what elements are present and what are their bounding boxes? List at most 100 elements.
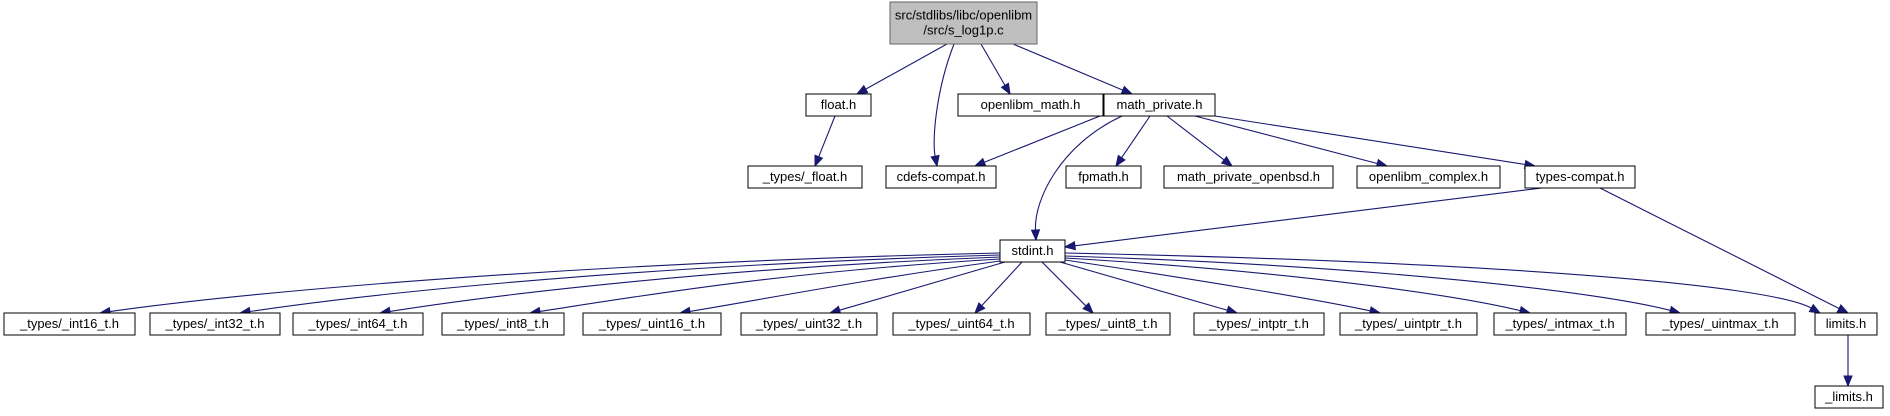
node-uint64-t-h[interactable]: _types/_uint64_t.h	[892, 312, 1031, 336]
node-box	[149, 312, 281, 336]
node-math-private-openbsd-h[interactable]: math_private_openbsd.h	[1163, 165, 1334, 189]
node-label: math_private_openbsd.h	[1177, 169, 1320, 184]
node-label: /src/s_log1p.c	[923, 23, 1004, 38]
node-intptr-t-h[interactable]: _types/_intptr_t.h	[1193, 312, 1325, 336]
node-box	[957, 93, 1104, 117]
nodes-layer: src/stdlibs/libc/openlibm/src/s_log1p.cf…	[3, 1, 1884, 409]
edge-line	[1041, 261, 1087, 307]
node-uintmax-t-h[interactable]: _types/_uintmax_t.h	[1645, 312, 1796, 336]
node-box	[582, 312, 722, 336]
node-math-private-h[interactable]: math_private.h	[1103, 93, 1216, 117]
node-types-float-h[interactable]: _types/_float.h	[747, 165, 863, 189]
edge-stdint-h-to-uint8-t-h	[1041, 261, 1094, 314]
edge-stdint-h-to-uint16-t-h	[678, 260, 1001, 316]
node-openlibm-complex-h[interactable]: openlibm_complex.h	[1356, 165, 1501, 189]
node-uintptr-t-h[interactable]: _types/_uintptr_t.h	[1339, 312, 1478, 336]
node-root[interactable]: src/stdlibs/libc/openlibm/src/s_log1p.c	[889, 1, 1038, 45]
node-label: math_private.h	[1117, 97, 1203, 112]
node-box	[1814, 385, 1884, 409]
node-types-compat-h[interactable]: types-compat.h	[1524, 165, 1636, 189]
edge-arrowhead	[1030, 229, 1041, 242]
edge-line	[981, 261, 1023, 307]
node-limits-h[interactable]: limits.h	[1814, 312, 1878, 336]
edge-stdint-h-to-uint64-t-h	[974, 261, 1023, 314]
edge-stdint-h-to-uintptr-t-h	[1064, 259, 1382, 316]
node-box	[1356, 165, 1501, 189]
edge-line	[689, 260, 1001, 312]
node-label: _types/_int8_t.h	[456, 316, 549, 331]
edge-line	[1166, 115, 1225, 161]
edge-line	[389, 256, 1001, 312]
edge-math-private-h-to-stdint-h	[1030, 115, 1123, 242]
node-int16-t-h[interactable]: _types/_int16_t.h	[3, 312, 136, 336]
node-int32-t-h[interactable]: _types/_int32_t.h	[149, 312, 281, 336]
edge-math-private-h-to-types-compat-h	[1214, 115, 1537, 170]
node-uint8-t-h[interactable]: _types/_uint8_t.h	[1045, 312, 1171, 336]
edge-root-to-cdefs-compat-h	[930, 43, 955, 168]
edge-stdint-h-to-limits-h	[1064, 252, 1822, 314]
node-box	[805, 93, 872, 117]
edge-arrowhead	[1836, 304, 1850, 314]
edge-arrowhead	[1115, 154, 1126, 168]
node-label: _types/_uintmax_t.h	[1661, 316, 1778, 331]
edge-arrowhead	[1808, 303, 1822, 314]
node-fpmath-h[interactable]: fpmath.h	[1065, 165, 1142, 189]
edge-arrowhead	[1843, 375, 1853, 388]
node-box	[1524, 165, 1636, 189]
node-label: _types/_int64_t.h	[307, 316, 407, 331]
edge-line	[865, 43, 948, 90]
node-stdint-h[interactable]: stdint.h	[999, 239, 1066, 263]
node-box	[885, 165, 997, 189]
node-box	[1193, 312, 1325, 336]
node-label: _types/_intmax_t.h	[1504, 316, 1614, 331]
node-label: fpmath.h	[1078, 169, 1129, 184]
node-box	[999, 239, 1066, 263]
node-openlibm-math-h[interactable]: openlibm_math.h	[957, 93, 1104, 117]
edge-line	[1064, 259, 1371, 312]
edge-line	[1121, 115, 1151, 159]
node-label: limits.h	[1826, 316, 1866, 331]
edge-stdint-h-to-int16-t-h	[98, 252, 1001, 317]
node-label: _limits.h	[1824, 389, 1873, 404]
node-label: _types/_intptr_t.h	[1208, 316, 1309, 331]
edge-types-compat-h-to-limits-h	[1599, 187, 1850, 314]
edge-root-to-openlibm-math-h	[980, 43, 1011, 96]
node-uint16-t-h[interactable]: _types/_uint16_t.h	[582, 312, 722, 336]
node-int8-t-h[interactable]: _types/_int8_t.h	[441, 312, 565, 336]
edge-arrowhead	[1220, 155, 1234, 167]
edge-line	[249, 254, 1001, 313]
edge-line	[980, 43, 1006, 86]
edge-arrowhead	[974, 302, 986, 314]
node-label: src/stdlibs/libc/openlibm	[895, 8, 1032, 23]
node-uint32-t-h[interactable]: _types/_uint32_t.h	[740, 312, 878, 336]
node-box	[441, 312, 565, 336]
edge-line	[539, 258, 1001, 313]
edge-arrowhead	[1082, 302, 1094, 314]
node-label: _types/_uint32_t.h	[755, 316, 862, 331]
node-box	[1493, 312, 1627, 336]
node-box	[3, 312, 136, 336]
node-label: float.h	[821, 97, 856, 112]
node-label: _types/_float.h	[762, 169, 848, 184]
edge-line	[818, 115, 836, 157]
edge-float-h-to-types-float-h	[814, 115, 836, 168]
node-box	[1339, 312, 1478, 336]
node-box	[747, 165, 863, 189]
edge-line	[1059, 261, 1228, 311]
node-box	[1103, 93, 1216, 117]
node-int64-t-h[interactable]: _types/_int64_t.h	[292, 312, 424, 336]
node-float-h[interactable]: float.h	[805, 93, 872, 117]
edge-stdint-h-to-int8-t-h	[528, 258, 1001, 317]
edge-line	[109, 252, 1001, 313]
node-intmax-t-h[interactable]: _types/_intmax_t.h	[1493, 312, 1627, 336]
node-box	[889, 1, 1038, 45]
node-box	[1814, 312, 1878, 336]
edge-math-private-h-to-fpmath-h	[1115, 115, 1151, 168]
edge-math-private-h-to-cdefs-compat-h	[973, 115, 1101, 167]
node-limits-h[interactable]: _limits.h	[1814, 385, 1884, 409]
node-label: _types/_uint16_t.h	[598, 316, 705, 331]
node-label: _types/_uint64_t.h	[907, 316, 1014, 331]
node-cdefs-compat-h[interactable]: cdefs-compat.h	[885, 165, 997, 189]
edge-arrowhead	[814, 154, 824, 168]
